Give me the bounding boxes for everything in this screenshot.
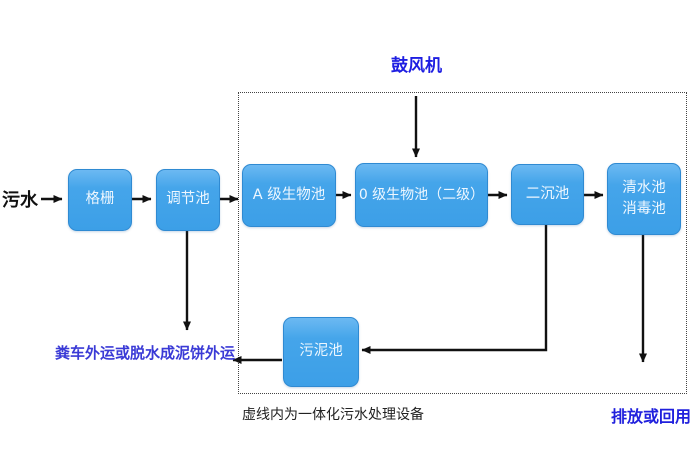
- node-disinfection-label: 消毒池: [622, 201, 666, 217]
- node-grid-label: 格栅: [85, 191, 115, 208]
- blower-label: 鼓风机: [391, 56, 442, 76]
- boundary-caption: 虚线内为一体化污水处理设备: [242, 407, 424, 423]
- node-secondary-sedimentation-tank: 二沉池: [511, 164, 584, 225]
- node-o-level-bio-tank: 0 级生物池（二级）: [355, 163, 488, 227]
- effluent-label: 排放或回用: [611, 407, 692, 426]
- node-sludge-tank-label: 污泥池: [299, 343, 343, 360]
- node-sludge-tank: 污泥池: [283, 317, 359, 387]
- node-a-level-bio-tank: A 级生物池: [242, 164, 336, 227]
- influent-label: 污水: [2, 190, 38, 211]
- arrow-secondary-to-sludge: [361, 224, 548, 354]
- node-regulating-tank: 调节池: [156, 169, 220, 231]
- node-regulating-tank-label: 调节池: [166, 191, 210, 208]
- node-clear-water-label: 清水池: [622, 179, 666, 196]
- integrated-equipment-boundary: [238, 92, 687, 394]
- node-o-level-bio-tank-label: 0 级生物池（二级）: [358, 186, 485, 203]
- node-clear-water-disinfection-tank: 清水池 消毒池: [607, 163, 681, 235]
- node-secondary-sedimentation-tank-label: 二沉池: [525, 185, 570, 202]
- node-a-level-bio-tank-label: A 级生物池: [252, 186, 326, 203]
- sludge-disposal-label: 粪车外运或脱水成泥饼外运: [55, 344, 236, 362]
- node-grid: 格栅: [68, 169, 132, 231]
